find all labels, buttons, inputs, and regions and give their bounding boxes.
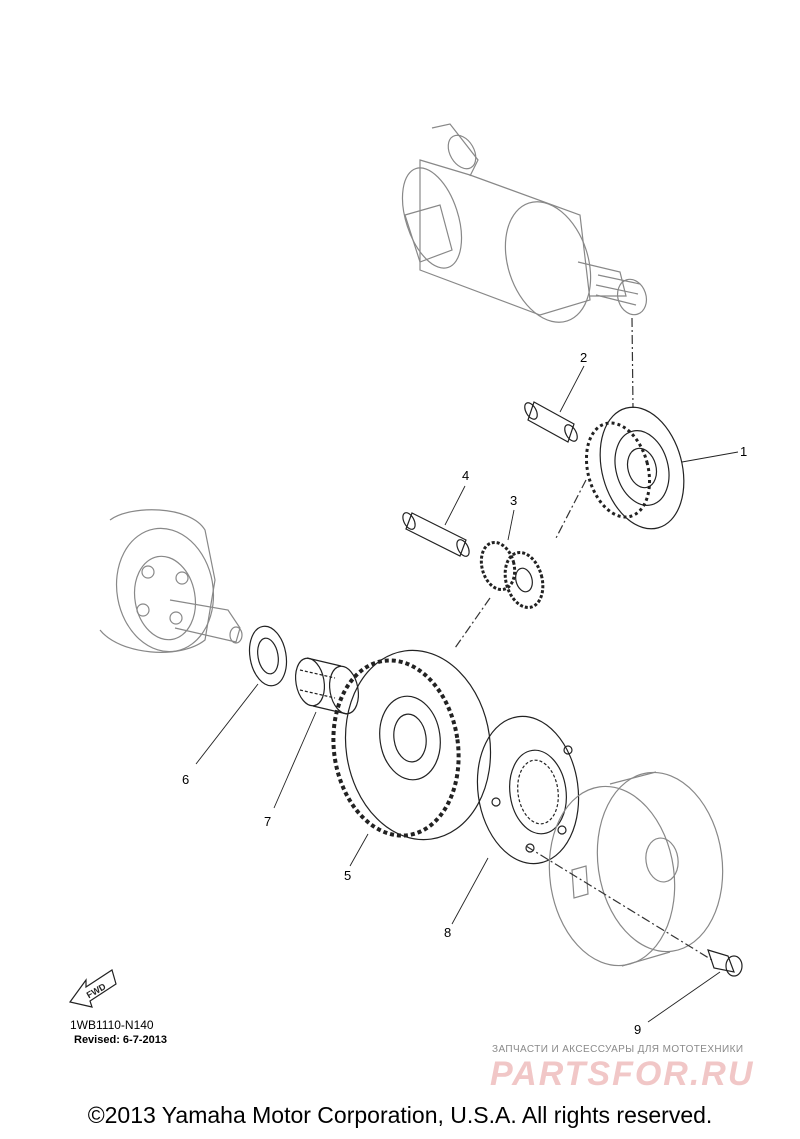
part-label-8: 8 (444, 925, 452, 940)
part-2-pin (524, 401, 578, 443)
fwd-arrow-icon: FWD (68, 969, 117, 1008)
revised-date: Revised: 6-7-2013 (74, 1034, 167, 1046)
part-label-1: 1 (740, 444, 748, 459)
exploded-parts-diagram: FWD (68, 123, 743, 1023)
watermark-subtitle: ЗАПЧАСТИ И АКСЕССУАРЫ ДЛЯ МОТОТЕХНИКИ (492, 1044, 744, 1055)
part-label-9: 9 (634, 1022, 642, 1037)
part-5-starter-wheel-gear (331, 649, 492, 841)
part-4-pin (402, 512, 470, 557)
part-6-washer (248, 625, 288, 687)
rotor-drawing (548, 771, 724, 967)
part-label-7: 7 (264, 814, 272, 829)
part-label-3: 3 (510, 493, 518, 508)
watermark-logo: PARTSFOR.RU (490, 1055, 755, 1093)
part-9-bolt (707, 949, 743, 977)
part-3-double-gear (479, 540, 545, 609)
part-7-needle-bearing (294, 657, 360, 715)
starter-motor-drawing (401, 123, 648, 323)
part-label-4: 4 (462, 468, 470, 483)
copyright-notice: ©2013 Yamaha Motor Corporation, U.S.A. A… (87, 1102, 713, 1128)
part-label-5: 5 (344, 868, 352, 883)
part-1-idle-gear (584, 406, 685, 530)
part-label-2: 2 (580, 350, 588, 365)
crankshaft-case-drawing (99, 509, 243, 653)
part-label-6: 6 (182, 772, 190, 787)
part-8-one-way-clutch (476, 715, 580, 865)
diagram-code: 1WB1110-N140 (70, 1018, 154, 1032)
